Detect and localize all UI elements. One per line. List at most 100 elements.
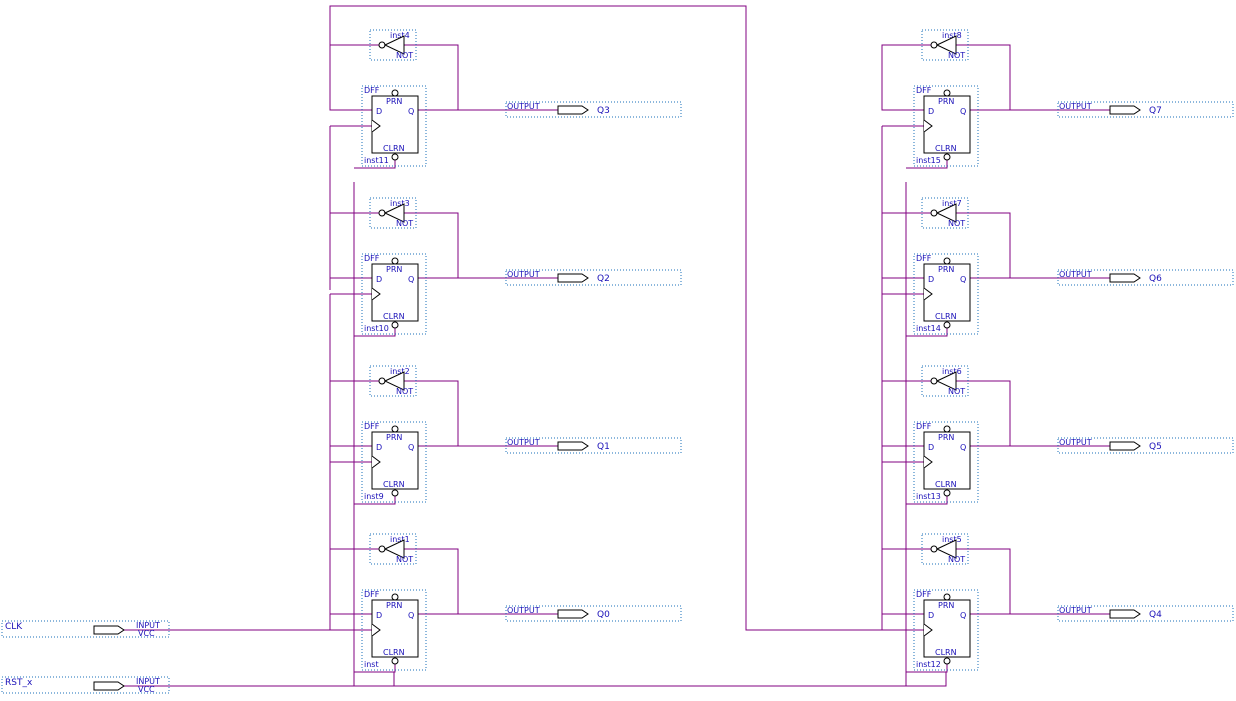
- input-arrow: [93, 681, 125, 691]
- not-outline: [921, 197, 969, 229]
- not-triangle: [383, 371, 405, 391]
- dff-body: [371, 263, 419, 322]
- not-instance-label: inst1: [390, 535, 410, 544]
- output-outline: [1057, 605, 1234, 622]
- clrn-wire: [354, 496, 396, 505]
- dff-type-label: DFF: [916, 590, 932, 599]
- dff-clrn-label: CLRN: [383, 480, 405, 489]
- clock-triangle: [371, 287, 381, 301]
- output-name: Q0: [597, 610, 610, 620]
- q-feedback-wire: [956, 380, 1011, 446]
- clrn-bubble: [943, 657, 951, 665]
- dff-d-label: D: [376, 107, 382, 116]
- dff-instance-label: inst13: [916, 492, 941, 501]
- clock-triangle: [923, 287, 933, 301]
- output-type-label: OUTPUT: [1059, 102, 1092, 111]
- not-triangle: [935, 539, 957, 559]
- output-outline: [1057, 437, 1234, 454]
- dff-d-label: D: [376, 443, 382, 452]
- dff-body: [923, 431, 971, 490]
- input-vcc-label: VCC: [138, 629, 155, 638]
- output-name: Q2: [597, 274, 610, 284]
- output-name: Q5: [1149, 442, 1162, 452]
- not-type-label: NOT: [396, 51, 413, 60]
- not-type-label: NOT: [948, 51, 965, 60]
- output-outline: [505, 269, 682, 286]
- prn-bubble: [391, 89, 399, 97]
- dff-type-label: DFF: [364, 254, 380, 263]
- dff-q-label: Q: [960, 443, 966, 452]
- clrn-bubble: [391, 153, 399, 161]
- output-type-label: OUTPUT: [507, 102, 540, 111]
- not-instance-label: inst7: [942, 199, 962, 208]
- output-pin[interactable]: OUTPUT Q2: [505, 269, 682, 286]
- prn-bubble: [391, 257, 399, 265]
- dff-d-label: D: [376, 611, 382, 620]
- not-instance-label: inst3: [390, 199, 410, 208]
- dff-body: [371, 95, 419, 154]
- output-outline: [1057, 269, 1234, 286]
- input-name: CLK: [5, 622, 23, 632]
- output-arrow: [1109, 441, 1141, 451]
- clrn-bubble: [943, 153, 951, 161]
- not-triangle: [935, 35, 957, 55]
- output-type-label: OUTPUT: [507, 270, 540, 279]
- dff-clrn-label: CLRN: [383, 144, 405, 153]
- dff-q-label: Q: [960, 107, 966, 116]
- dff-type-label: DFF: [916, 254, 932, 263]
- clrn-wire: [906, 160, 948, 169]
- dff-prn-label: PRN: [386, 97, 402, 106]
- prn-bubble: [943, 257, 951, 265]
- not-instance-label: inst4: [390, 31, 410, 40]
- reset-input-wire: [124, 672, 947, 687]
- input-vcc-label: VCC: [138, 685, 155, 694]
- dff-type-label: DFF: [916, 422, 932, 431]
- q-feedback-wire: [404, 212, 459, 278]
- dff-d-label: D: [928, 107, 934, 116]
- input-type-label: INPUT: [136, 621, 160, 630]
- clrn-bubble: [943, 489, 951, 497]
- input-name: RST_x: [5, 678, 33, 688]
- prn-bubble: [943, 593, 951, 601]
- not-type-label: NOT: [396, 387, 413, 396]
- clrn-wire: [354, 160, 396, 169]
- clrn-bubble: [391, 489, 399, 497]
- q-feedback-wire: [404, 548, 459, 614]
- output-arrow: [557, 609, 589, 619]
- dff-type-label: DFF: [364, 422, 380, 431]
- dff-instance-label: inst15: [916, 156, 941, 165]
- dff-prn-label: PRN: [938, 433, 954, 442]
- q-feedback-wire: [404, 44, 459, 110]
- clock-triangle: [371, 455, 381, 469]
- not-to-d-wire: [881, 44, 931, 111]
- clrn-wire: [354, 328, 396, 337]
- output-name: Q4: [1149, 610, 1162, 620]
